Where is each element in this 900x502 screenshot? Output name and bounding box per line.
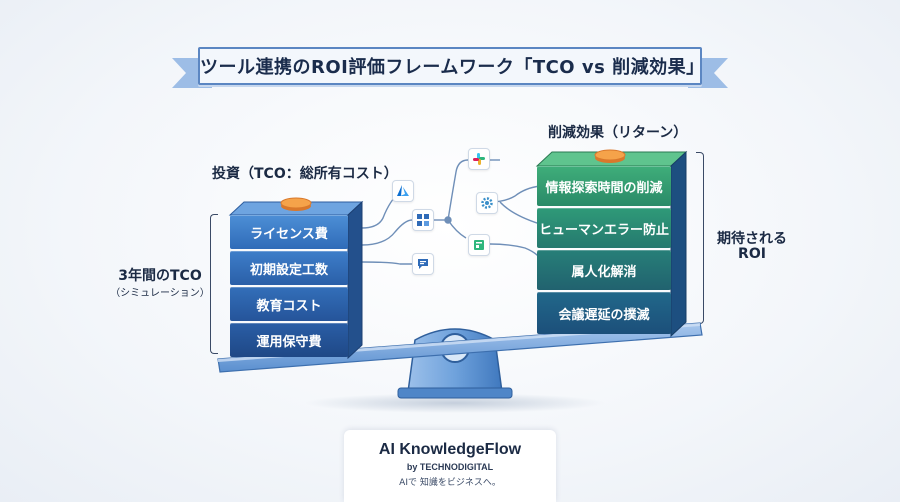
sheets-icon [468, 234, 490, 256]
brand-name: AI KnowledgeFlow [378, 441, 522, 458]
connector-lines [361, 159, 541, 265]
left-block-license: ライセンス費 [230, 215, 348, 249]
right-block-search-time: 情報探索時間の削減 [537, 166, 671, 206]
left-side-sublabel: （シミュレーション） [110, 288, 210, 299]
left-block-setup: 初期設定工数 [230, 251, 348, 285]
brand-tagline: AIで 知識をビジネスへ。 [399, 478, 501, 488]
left-block-training: 教育コスト [230, 287, 348, 321]
right-side-label: 期待される [717, 231, 787, 247]
right-block-meeting-delay: 会議遅延の撲滅 [537, 292, 671, 334]
right-coin [594, 149, 626, 163]
right-block-deperson: 属人化解消 [537, 250, 671, 290]
left-coin [280, 197, 312, 211]
gear-icon [476, 192, 498, 214]
right-block-error-prevention: ヒューマンエラー防止 [537, 208, 671, 248]
page-title: ツール連携のROI評価フレームワーク「TCO vs 削減効果」 [198, 47, 704, 85]
ground-shadow [305, 393, 605, 413]
slack-logo-icon [468, 148, 490, 170]
azure-logo-icon [392, 180, 414, 202]
left-block-maintenance: 運用保守費 [230, 323, 348, 357]
left-side-label: 3年間のTCO [118, 268, 202, 284]
title-ribbon: ツール連携のROI評価フレームワーク「TCO vs 削減効果」 [172, 42, 712, 92]
left-brace [210, 214, 218, 354]
chat-icon [412, 253, 434, 275]
right-side-sublabel: ROI [738, 246, 766, 262]
grid-apps-icon [412, 209, 434, 231]
left-heading: 投資（TCO：総所有コスト） [212, 166, 398, 182]
right-heading: 削減効果（リターン） [548, 125, 688, 141]
brand-by: by TECHNODIGITAL [406, 462, 494, 472]
footer-brand-card: AI KnowledgeFlow by TECHNODIGITAL AIで 知識… [344, 430, 556, 502]
